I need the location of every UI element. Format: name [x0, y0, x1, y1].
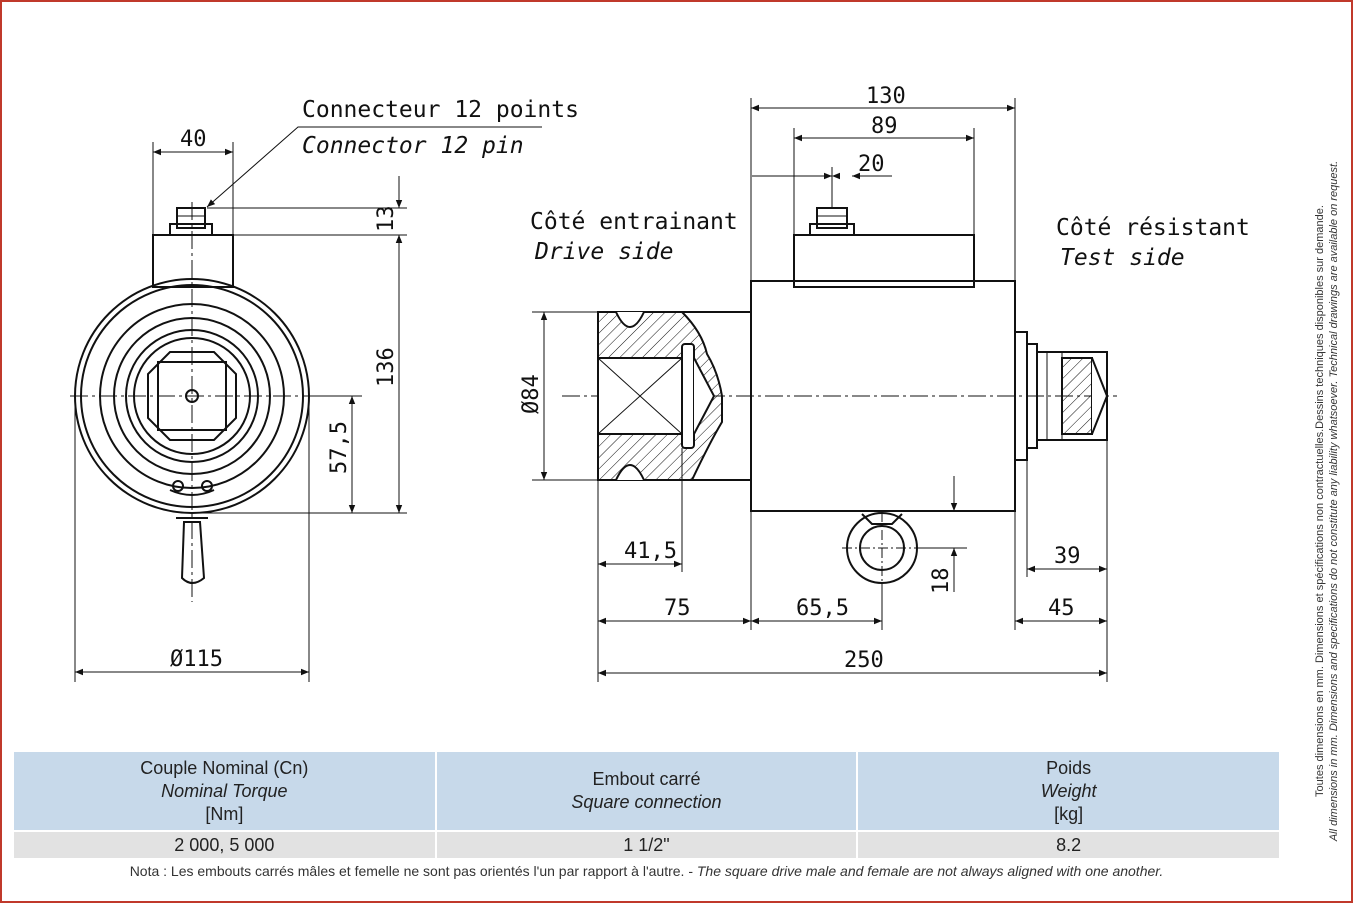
- side-disclaimer: Toutes dimensions en mm. Dimensions et s…: [1313, 121, 1341, 881]
- side-view-dimensions: [532, 98, 1108, 682]
- dim-dia-84: Ø84: [519, 374, 544, 414]
- dim-20: 20: [858, 152, 885, 177]
- test-side-label-en: Test side: [1060, 245, 1185, 271]
- cell-square-connection: 1 1/2": [434, 830, 858, 858]
- footnote-en: The square drive male and female are not…: [696, 863, 1164, 879]
- table-row: 2 000, 5 000 1 1/2" 8.2: [14, 830, 1279, 858]
- dim-13: 13: [374, 206, 399, 233]
- header-unit: [kg]: [1054, 803, 1084, 824]
- header-label-en: Weight: [1040, 780, 1097, 801]
- header-nominal-torque: Couple Nominal (Cn) Nominal Torque [Nm]: [14, 752, 436, 831]
- dim-41-5: 41,5: [624, 539, 677, 564]
- header-label-en: Square connection: [571, 792, 722, 812]
- drive-side-label-en: Drive side: [534, 239, 673, 265]
- dim-250: 250: [844, 648, 884, 673]
- test-side-label-fr: Côté résistant: [1056, 215, 1250, 241]
- header-label-en: Nominal Torque: [161, 780, 288, 801]
- header-unit: [Nm]: [205, 803, 244, 824]
- side-disclaimer-en: All dimensions in mm. Dimensions and spe…: [1328, 160, 1340, 842]
- dim-18: 18: [929, 568, 954, 595]
- dim-65-5: 65,5: [796, 596, 849, 621]
- dim-130: 130: [866, 84, 906, 109]
- side-view: [562, 207, 1117, 592]
- header-label-fr: Embout carré: [592, 769, 701, 789]
- drawing-labels: Connecteur 12 points Connector 12 pin Cô…: [170, 84, 1250, 673]
- header-label-fr: Couple Nominal (Cn): [140, 757, 309, 778]
- drive-side-label-fr: Côté entrainant: [530, 209, 738, 235]
- spec-table-header-row: Couple Nominal (Cn) Nominal Torque [Nm] …: [14, 752, 1279, 831]
- footnote: Nota : Les embouts carrés mâles et femel…: [14, 863, 1279, 879]
- dim-57-5: 57,5: [327, 421, 352, 474]
- dim-45: 45: [1048, 596, 1075, 621]
- side-disclaimer-fr: Toutes dimensions en mm. Dimensions et s…: [1314, 205, 1326, 797]
- footnote-fr: Nota : Les embouts carrés mâles et femel…: [129, 863, 697, 879]
- dim-75: 75: [664, 596, 691, 621]
- spec-table: Couple Nominal (Cn) Nominal Torque [Nm] …: [14, 752, 1279, 858]
- cell-weight: 8.2: [856, 830, 1279, 858]
- cell-nominal-torque: 2 000, 5 000: [14, 830, 436, 858]
- dim-89: 89: [871, 114, 898, 139]
- dim-40: 40: [180, 127, 207, 152]
- connector-label-fr: Connecteur 12 points: [302, 97, 579, 123]
- dim-39: 39: [1054, 544, 1081, 569]
- dim-dia-115: Ø115: [170, 647, 223, 672]
- connector-label-en: Connector 12 pin: [302, 133, 524, 159]
- technical-drawing: Connecteur 12 points Connector 12 pin Cô…: [70, 84, 1250, 682]
- dim-136: 136: [374, 347, 399, 387]
- header-label-fr: Poids: [1046, 757, 1092, 778]
- front-view: [70, 202, 314, 602]
- header-weight: Poids Weight [kg]: [856, 752, 1279, 831]
- front-view-dimensions: [74, 126, 542, 682]
- header-square-connection: Embout carré Square connection: [434, 752, 858, 831]
